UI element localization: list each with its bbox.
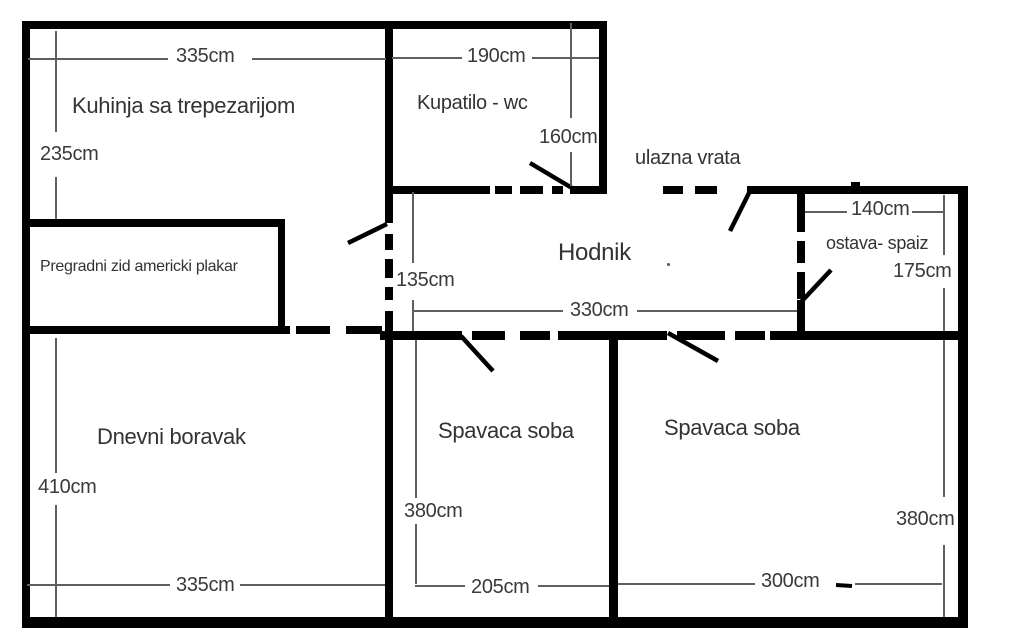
wall-bathroom-bottom-right: [570, 186, 607, 194]
kitchen-door-swing-line: [347, 221, 388, 246]
wall-hall-top-right: [747, 186, 968, 194]
wall-dash-box-2: [346, 326, 382, 334]
wall-hall-bottom-c: [770, 331, 968, 340]
stray-dot: [667, 263, 670, 266]
dim-line: [943, 288, 945, 331]
wall-living-bedroom-divider: [385, 311, 393, 628]
bedroom-left-door-swing-line: [459, 334, 495, 373]
stray-pen-mark: [835, 583, 853, 588]
dim-line: [805, 211, 847, 213]
wall-dash-pantry-2: [797, 272, 805, 299]
dim-bedroom-middle-width: 205cm: [471, 576, 530, 598]
wall-dash-kitchen-2: [385, 259, 393, 278]
wall-partition-box-right: [278, 219, 285, 334]
dim-line: [637, 310, 797, 312]
dim-line: [570, 152, 572, 186]
wall-dash-pantry-1: [797, 241, 805, 263]
dim-line: [415, 340, 417, 498]
dim-hallway-length: 330cm: [570, 299, 629, 321]
wall-dash-bathroom-2: [520, 186, 543, 194]
wall-dash-box-1: [296, 326, 330, 334]
wall-outer-top: [22, 21, 607, 29]
dim-line: [855, 583, 942, 585]
dim-line: [532, 57, 599, 59]
wall-pantry-left-bottom: [797, 300, 805, 340]
wall-kitchen-bottom: [22, 219, 285, 227]
wall-dash-kitchen-1: [385, 234, 393, 250]
dim-line: [912, 211, 943, 213]
wall-dash-bathroom-3: [552, 186, 563, 194]
wall-dash-bathroom-1: [495, 186, 512, 194]
wall-outer-bottom: [22, 617, 968, 628]
room-label-bedroom-right: Spavaca soba: [664, 415, 800, 440]
dim-line: [412, 192, 414, 263]
wall-dash-hallb-1: [472, 331, 505, 340]
dim-line: [538, 585, 609, 587]
dim-bathroom-width: 190cm: [467, 45, 526, 67]
wall-bedroom-divider: [609, 331, 618, 628]
dim-bedroom-right-width: 300cm: [761, 570, 820, 592]
wall-bathroom-right: [599, 21, 607, 194]
room-label-bedroom-middle: Spavaca soba: [438, 418, 574, 443]
wall-dash-hallb-2: [520, 331, 550, 340]
dim-line: [415, 524, 417, 584]
dim-pantry-height: 175cm: [893, 260, 952, 282]
dim-bathroom-height: 160cm: [539, 126, 598, 148]
dim-line: [55, 338, 57, 473]
dim-kitchen-width: 335cm: [176, 45, 235, 67]
wall-dash-hallb-4: [735, 331, 765, 340]
dim-line: [943, 195, 945, 255]
bathroom-door-swing-line: [528, 161, 574, 190]
wall-hall-bottom-a: [380, 331, 462, 340]
dim-kitchen-height: 235cm: [40, 143, 99, 165]
room-label-living-room: Dnevni boravak: [97, 424, 246, 449]
wall-dash-kitchen-3: [385, 287, 393, 300]
dim-line: [392, 57, 462, 59]
wall-dash-hallb-3: [677, 331, 725, 340]
entrance-door-swing-line: [727, 187, 754, 233]
dim-line: [28, 58, 168, 60]
wall-bathroom-bottom-left: [385, 186, 490, 194]
dim-living-height: 410cm: [38, 476, 97, 498]
pantry-door-swing-line: [799, 268, 833, 304]
dim-line: [412, 310, 563, 312]
dim-line: [415, 585, 465, 587]
dim-line: [27, 584, 170, 586]
dim-bedroom-middle-height: 380cm: [404, 500, 463, 522]
dim-line: [240, 584, 385, 586]
dim-hallway-width: 135cm: [396, 269, 455, 291]
room-label-kitchen: Kuhinja sa trepezarijom: [72, 93, 295, 118]
dim-line: [618, 583, 755, 585]
dim-line: [570, 23, 572, 118]
wall-partition-box-bottom: [22, 326, 290, 334]
dim-line: [55, 177, 57, 219]
dim-line: [412, 300, 414, 331]
room-label-bathroom: Kupatilo - wc: [417, 92, 528, 114]
dim-line: [55, 505, 57, 617]
wall-dash-entrance-1: [663, 186, 683, 194]
room-label-hallway: Hodnik: [558, 239, 631, 266]
wall-kitchen-hall-divider: [385, 21, 393, 223]
wall-tick-140: [851, 182, 860, 187]
dim-living-width: 335cm: [176, 574, 235, 596]
wall-dash-entrance-2: [695, 186, 717, 194]
wall-pantry-left-top: [797, 190, 805, 232]
wall-outer-left: [22, 21, 30, 628]
partition-wall-label: Pregradni zid americki plakar: [40, 258, 238, 275]
dim-pantry-width: 140cm: [851, 198, 910, 220]
dim-line: [943, 340, 945, 497]
dim-line: [252, 58, 386, 60]
dim-bedroom-right-height: 380cm: [896, 508, 955, 530]
dim-line: [943, 545, 945, 617]
room-label-pantry: ostava- spaiz: [826, 233, 929, 253]
dim-line: [55, 31, 57, 132]
entrance-door-label: ulazna vrata: [635, 147, 741, 169]
wall-outer-right: [958, 186, 968, 628]
